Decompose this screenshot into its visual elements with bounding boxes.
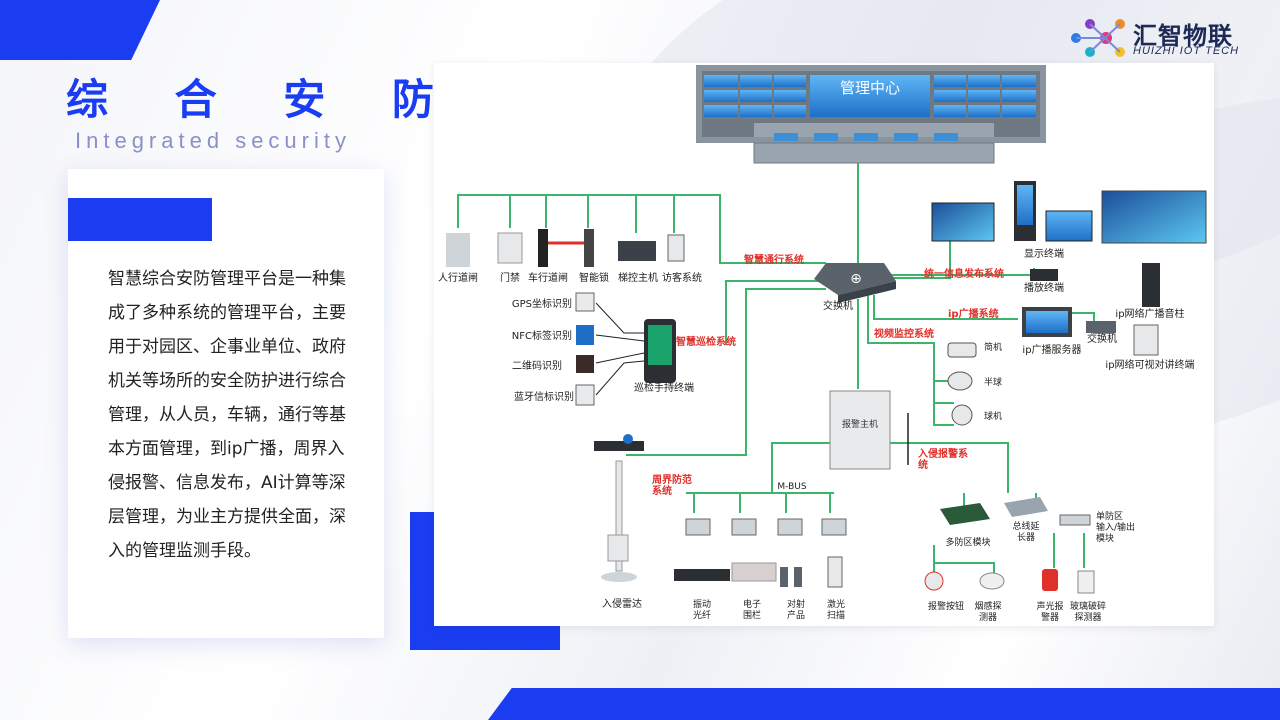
perimeter-label-2: 对射产品: [787, 598, 805, 621]
identify-connector-lines: [595, 302, 645, 396]
corner-decoration-top-left: [0, 0, 160, 60]
access-label-4: 梯控主机: [618, 271, 658, 284]
system-architecture-diagram: 管理中心 ⊕: [438, 65, 1207, 623]
network-lines: [457, 163, 1114, 573]
access-label-5: 访客系统: [662, 271, 702, 284]
broadcast-column-label: ip网络广播音柱: [1115, 307, 1184, 320]
intercom-label: ip网络可视对讲终端: [1105, 358, 1194, 371]
broadcast-server-label: ip广播服务器: [1022, 343, 1081, 356]
alarm-device-label-3: 玻璃破碎探测器: [1070, 600, 1106, 623]
camera-label-0: 简机: [984, 341, 1002, 353]
perimeter-label-1: 电子围栏: [743, 598, 761, 621]
camera-devices: [947, 342, 977, 426]
identify-label-0: GPS坐标识别: [512, 298, 572, 310]
multi-zone-label: 多防区模块: [945, 536, 990, 548]
identify-label-1: NFC标签识别: [512, 329, 572, 342]
player-terminal-label: 播放终端: [1024, 281, 1064, 294]
corner-decoration-bottom-right: [488, 688, 1280, 720]
camera-label-1: 半球: [984, 376, 1002, 388]
alarm-device-label-2: 声光报警器: [1036, 600, 1063, 623]
access-devices: [446, 229, 685, 267]
mbus-label: M-BUS: [777, 482, 806, 492]
card-accent-bar: [68, 198, 212, 241]
bus-extender-label: 总线延长器: [1012, 520, 1039, 543]
access-label-0: 人行道闸: [438, 271, 478, 284]
alarm-device-label-0: 报警按钮: [928, 600, 964, 612]
display-devices: [931, 181, 1207, 281]
alarm-modules: [924, 497, 1095, 594]
radar-label: 入侵雷达: [602, 598, 642, 610]
svg-text:⊕: ⊕: [850, 271, 862, 287]
page-title: 综 合 安 防: [66, 75, 460, 124]
management-center-video-wall: 管理中心: [696, 65, 1046, 164]
system-label-broadcast: ip广播系统: [948, 307, 999, 320]
perimeter-label-0: 振动光纤: [693, 598, 711, 621]
patrol-handheld-terminal-icon: [644, 319, 676, 383]
patrol-terminal-label: 巡检手持终端: [634, 381, 694, 394]
switch-device: ⊕ 交换机: [814, 263, 896, 312]
management-center-label: 管理中心: [840, 79, 900, 97]
logo-subtext: HUIZHI IOT TECH: [1133, 45, 1240, 57]
system-label-pass: 智慧通行系统: [744, 253, 804, 266]
perimeter-label-3: 激光扫描: [827, 598, 845, 621]
single-zone-label: 单防区输入/输出模块: [1096, 510, 1135, 544]
description-card: [68, 169, 384, 638]
system-label-info: 统一信息发布系统: [924, 267, 1004, 280]
access-label-1: 门禁: [500, 271, 520, 284]
system-label-perimeter: 周界防范系统: [652, 473, 692, 497]
page-subtitle: Integrated security: [75, 128, 351, 153]
alarm-device-label-1: 烟感探测器: [974, 600, 1001, 623]
switch2-label: 交换机: [1087, 332, 1117, 345]
access-label-3: 智能锁: [579, 271, 609, 284]
identify-icons: [575, 292, 595, 406]
description-text: 智慧综合安防管理平台是一种集成了多种系统的管理平台，主要用于对园区、企事业单位、…: [108, 269, 346, 561]
broadcast-devices: [1022, 263, 1160, 337]
access-label-2: 车行道闸: [528, 271, 568, 284]
camera-label-2: 球机: [984, 410, 1002, 422]
switch-label: 交换机: [823, 299, 853, 312]
intrusion-radar-device: [594, 434, 644, 582]
identify-label-3: 蓝牙信标识别: [514, 391, 574, 403]
logo-text: 汇智物联: [1133, 22, 1233, 50]
identify-label-2: 二维码识别: [512, 359, 562, 372]
system-diagram-panel: 管理中心 ⊕: [434, 63, 1214, 626]
logo-mark-icon: [1071, 19, 1125, 57]
system-label-intrusion: 入侵报警系统: [918, 447, 968, 471]
alarm-host-label: 报警主机: [842, 418, 878, 430]
system-label-video: 视频监控系统: [874, 327, 934, 340]
system-label-patrol: 智慧巡检系统: [676, 335, 736, 348]
intercom-terminal-icon: [1133, 324, 1159, 356]
perimeter-sensors: [674, 518, 847, 588]
display-terminal-label: 显示终端: [1024, 247, 1064, 260]
alarm-host-device: [829, 390, 909, 470]
